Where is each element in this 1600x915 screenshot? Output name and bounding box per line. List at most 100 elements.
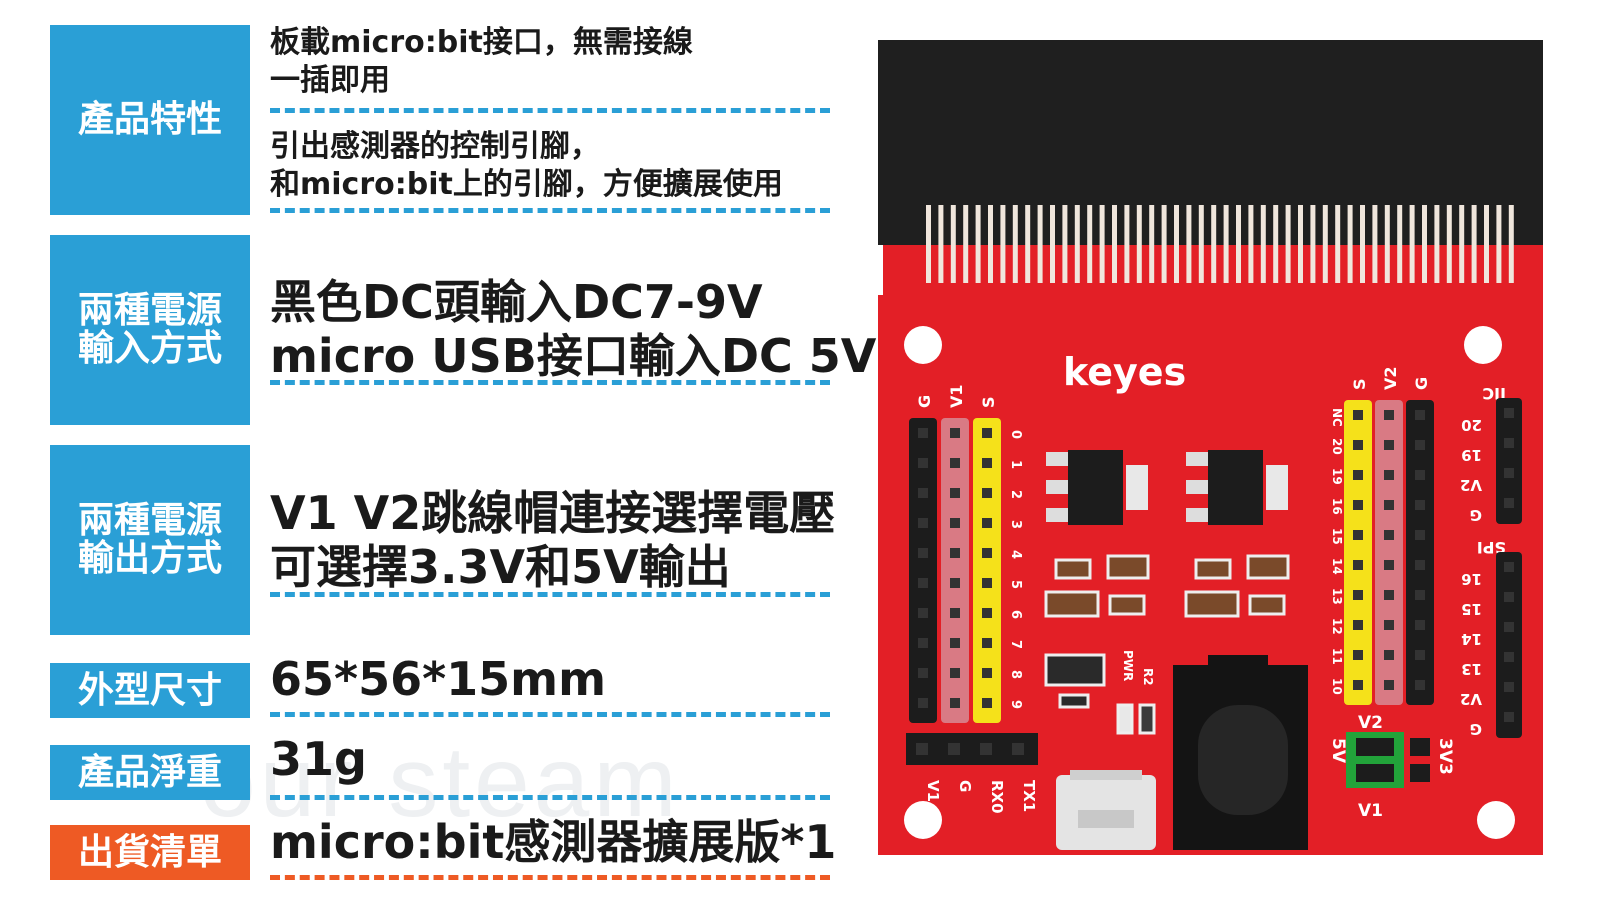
header-pin: [1415, 560, 1425, 570]
header-pin: [918, 608, 928, 618]
header-pin-label: 13: [1330, 588, 1344, 605]
divider: [270, 108, 830, 113]
header-pin: [1384, 530, 1394, 540]
header-pin-label: 8: [1008, 670, 1023, 679]
connector-pin: [1174, 205, 1179, 283]
header-pin: [982, 518, 992, 528]
header-pin-label: 14: [1330, 558, 1344, 575]
header-pin-label: 15: [1461, 600, 1482, 618]
header-pin-label: 15: [1330, 528, 1344, 545]
header-pin-label: 6: [1008, 610, 1023, 619]
connector-pin: [975, 205, 981, 283]
header-pin-label: 16: [1461, 570, 1482, 588]
divider: [270, 208, 830, 213]
header-pin: [1415, 620, 1425, 630]
header-pin-label: G: [956, 780, 974, 792]
header-pin: [950, 518, 960, 528]
header-pin: [950, 488, 960, 498]
header-pin: [982, 458, 992, 468]
header-pin: [1353, 440, 1363, 450]
header-pin: [982, 488, 992, 498]
header-pin-label: 7: [1008, 640, 1023, 649]
text-power-output: V1 V2跳線帽連接選擇電壓 可選擇3.3V和5V輸出: [270, 486, 836, 594]
connector-pin: [1335, 205, 1341, 283]
label-weight: 產品淨重: [50, 745, 250, 800]
header-pin-label: 1: [1008, 460, 1023, 469]
header-pin: [1353, 650, 1363, 660]
r2-label: R2: [1141, 668, 1155, 686]
header-col-label: V2: [1381, 366, 1400, 390]
label-package-text: 出貨清單: [77, 831, 222, 873]
header-pin: [950, 428, 960, 438]
header-pin-label: V2: [1460, 690, 1482, 708]
header-pin: [982, 638, 992, 648]
header-strip: [941, 418, 969, 723]
header-pin: [1415, 410, 1425, 420]
voltage-regulator: [1046, 450, 1148, 525]
connector-pin: [1099, 205, 1105, 283]
header-strip: [973, 418, 1001, 723]
divider: [270, 592, 830, 597]
connector-pin: [988, 205, 993, 283]
header-pin: [982, 608, 992, 618]
dc-jack: [1173, 655, 1308, 850]
header-pin: [1504, 438, 1514, 448]
header-pin-label: 13: [1461, 660, 1482, 678]
text-dimensions: 65*56*15mm: [270, 652, 607, 706]
label-weight-text: 產品淨重: [77, 751, 222, 793]
brand-logo: keyes: [1063, 350, 1186, 394]
text-power-input: 黑色DC頭輸入DC7-9V micro USB接口輸入DC 5V: [270, 275, 877, 383]
header-pin-label: V1: [924, 780, 942, 802]
text-features-2: 引出感測器的控制引腳， 和micro:bit上的引腳，方便擴展使用: [270, 129, 783, 202]
pwr-label: PWR: [1121, 650, 1135, 681]
header-pin: [950, 578, 960, 588]
header-pin: [1504, 408, 1514, 418]
header-pin: [1353, 530, 1363, 540]
connector-pin: [1136, 205, 1142, 283]
header-pin: [1415, 440, 1425, 450]
header-pin-label: 20: [1461, 416, 1482, 434]
header-strip: [1496, 552, 1522, 738]
header-pin-label: TX1: [1020, 780, 1038, 812]
header-pin-label: 4: [1008, 550, 1023, 559]
header-pin: [1415, 590, 1425, 600]
mount-hole: [904, 801, 942, 839]
header-strip: [1344, 400, 1372, 705]
header-col-label: S: [979, 396, 998, 408]
connector-pin: [1471, 205, 1477, 283]
header-pin: [918, 548, 928, 558]
header-pin: [1353, 620, 1363, 630]
connector-pin: [938, 205, 944, 283]
header-pin: [950, 668, 960, 678]
header-pin: [982, 578, 992, 588]
header-pin: [1353, 560, 1363, 570]
divider: [270, 875, 830, 880]
label-package: 出貨清單: [50, 825, 250, 880]
connector-pin: [1198, 205, 1204, 283]
header-pin: [1384, 500, 1394, 510]
connector-pin: [1285, 205, 1291, 283]
header-pin-label: RX0: [988, 780, 1006, 814]
label-features: 產品特性: [50, 25, 250, 215]
header-pin: [1353, 410, 1363, 420]
connector-pin: [1186, 205, 1192, 283]
connector-pin: [1248, 205, 1254, 283]
header-pin: [950, 698, 960, 708]
header-strip: [1375, 400, 1403, 705]
header-pin: [1012, 743, 1024, 755]
jumper-v1-label: V1: [1358, 801, 1383, 821]
connector-pin: [1322, 205, 1328, 283]
header-pin: [918, 488, 928, 498]
header-pin: [1504, 712, 1514, 722]
header-pin: [1504, 468, 1514, 478]
header-pin: [918, 518, 928, 528]
header-pin-label: 19: [1330, 468, 1344, 485]
micro-usb-port: [1056, 770, 1156, 850]
header-strip: [1496, 398, 1522, 524]
header-pin: [1384, 560, 1394, 570]
divider: [270, 380, 830, 385]
header-pin: [918, 698, 928, 708]
